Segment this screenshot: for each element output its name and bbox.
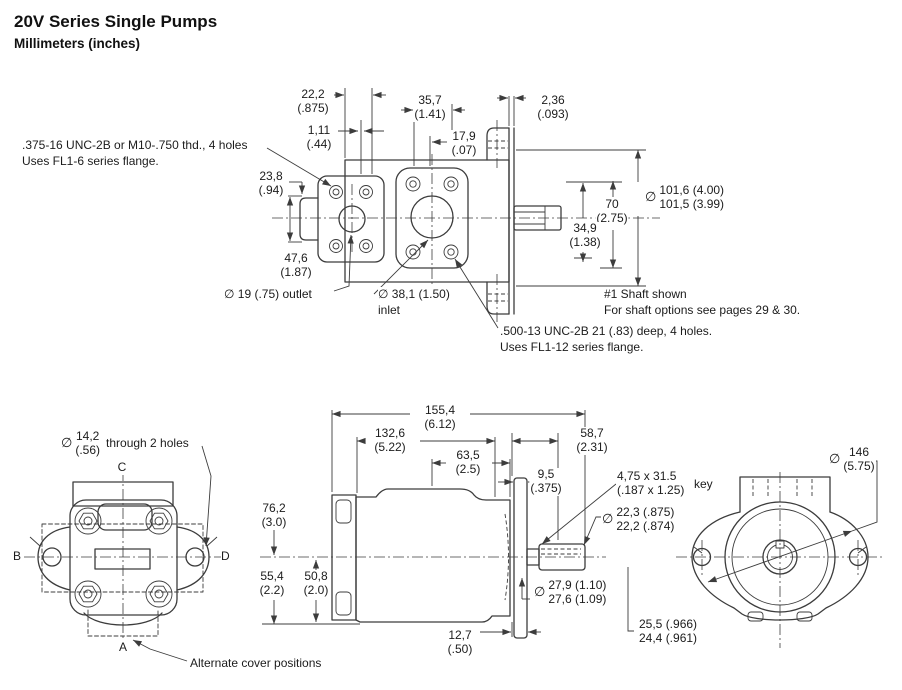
leader-bottom-thread	[454, 258, 499, 329]
nameplate	[94, 548, 151, 570]
dim-76-2: 76,2 (3.0)	[260, 501, 288, 530]
leader-alternate-covers	[132, 639, 188, 662]
rear-cover-top	[72, 481, 174, 507]
diameter-icon: ∅	[61, 435, 73, 451]
dim-dia-14-2: ∅ 14,2 (.56) through 2 holes	[60, 429, 190, 458]
label-position-d: D	[221, 549, 230, 565]
diameter-146-dimension	[707, 530, 853, 583]
rear-body	[69, 499, 178, 616]
pump-body-top-view	[344, 159, 510, 283]
label-position-b: B	[13, 549, 22, 565]
dim-25-5: 25,5 (.966) 24,4 (.961)	[638, 617, 699, 646]
label-key-word: key	[694, 477, 713, 493]
side-view-dimension-lines	[262, 410, 634, 637]
diameter-icon: ∅	[534, 584, 546, 600]
diameter-icon: ∅	[602, 511, 614, 527]
dim-22-2: 22,2 (.875)	[296, 87, 330, 116]
dim-35-7: 35,7 (1.41)	[413, 93, 447, 122]
note-through-holes: through 2 holes	[106, 435, 189, 450]
pump-front-view-drawing	[676, 460, 884, 648]
dim-dia-101: ∅ 101,6 (4.00) 101,5 (3.99)	[644, 183, 726, 212]
note-inlet: ∅ 38,1 (1.50) inlet	[378, 287, 450, 319]
label-position-a: A	[117, 640, 129, 655]
alternate-position-outline	[41, 523, 204, 593]
dim-63-5: 63,5 (2.5)	[454, 448, 482, 477]
outlet-boss	[299, 197, 319, 241]
pump-body-side-view	[355, 488, 511, 623]
page-subtitle: Millimeters (inches)	[14, 36, 141, 51]
leader-inlet	[373, 239, 429, 295]
dim-dia-146: ∅ 146 (5.75)	[828, 445, 876, 474]
label-position-c: C	[116, 460, 128, 475]
page-title: 20V Series Single Pumps	[14, 12, 218, 31]
dim-1-11: 1,11 (.44)	[305, 123, 333, 152]
dim-17-9: 17,9 (.07)	[450, 129, 478, 158]
dim-55-4: 55,4 (2.2)	[258, 569, 286, 598]
leader-top-thread	[266, 147, 332, 187]
dim-dia-22: ∅ 22,3 (.875) 22,2 (.874)	[601, 505, 676, 534]
hex-bolts	[74, 507, 173, 608]
diameter-icon: ∅	[829, 451, 841, 467]
dim-50-8: 50,8 (2.0)	[302, 569, 330, 598]
pump-side-view-drawing	[260, 477, 606, 639]
dim-58-7: 58,7 (2.31)	[575, 426, 609, 455]
dim-47-6: 47,6 (1.87)	[279, 251, 313, 280]
leader-key-height	[627, 567, 634, 632]
dim-key: 4,75 x 31.5 (.187 x 1.25)	[616, 469, 686, 498]
mounting-flange-side	[513, 477, 528, 639]
diameter-icon: ∅	[645, 189, 657, 205]
pump-rear-view-drawing	[24, 445, 222, 662]
dim-2-36: 2,36 (.093)	[536, 93, 570, 122]
dim-dia-27: ∅ 27,9 (1.10) 27,6 (1.09)	[533, 578, 608, 607]
dim-9-5: 9,5 (.375)	[529, 467, 563, 496]
dim-12-7: 12,7 (.50)	[446, 628, 474, 657]
dim-132-6: 132,6 (5.22)	[373, 426, 407, 455]
dim-155-4: 155,4 (6.12)	[423, 403, 457, 432]
note-shaft-options: #1 Shaft shown For shaft options see pag…	[604, 287, 801, 319]
mounting-pad	[739, 476, 831, 513]
casting-outline	[691, 511, 869, 621]
note-bottom-thread: .500-13 UNC-2B 21 (.83) deep, 4 holes. U…	[500, 324, 713, 356]
mounting-flange	[486, 120, 515, 322]
dim-70: 70 (2.75)	[595, 197, 629, 226]
leader-outlet	[333, 234, 354, 292]
leader-through-holes	[201, 445, 212, 547]
dim-23-8: 23,8 (.94)	[257, 169, 285, 198]
outlet-flange-plate	[317, 175, 385, 263]
note-top-thread: .375-16 UNC-2B or M10-.750 thd., 4 holes…	[22, 138, 248, 170]
note-alternate-covers: Alternate cover positions	[190, 656, 322, 672]
dim-34-9: 34,9 (1.38)	[568, 221, 602, 250]
note-outlet: ∅ 19 (.75) outlet	[224, 287, 312, 303]
leader-key	[541, 483, 617, 545]
